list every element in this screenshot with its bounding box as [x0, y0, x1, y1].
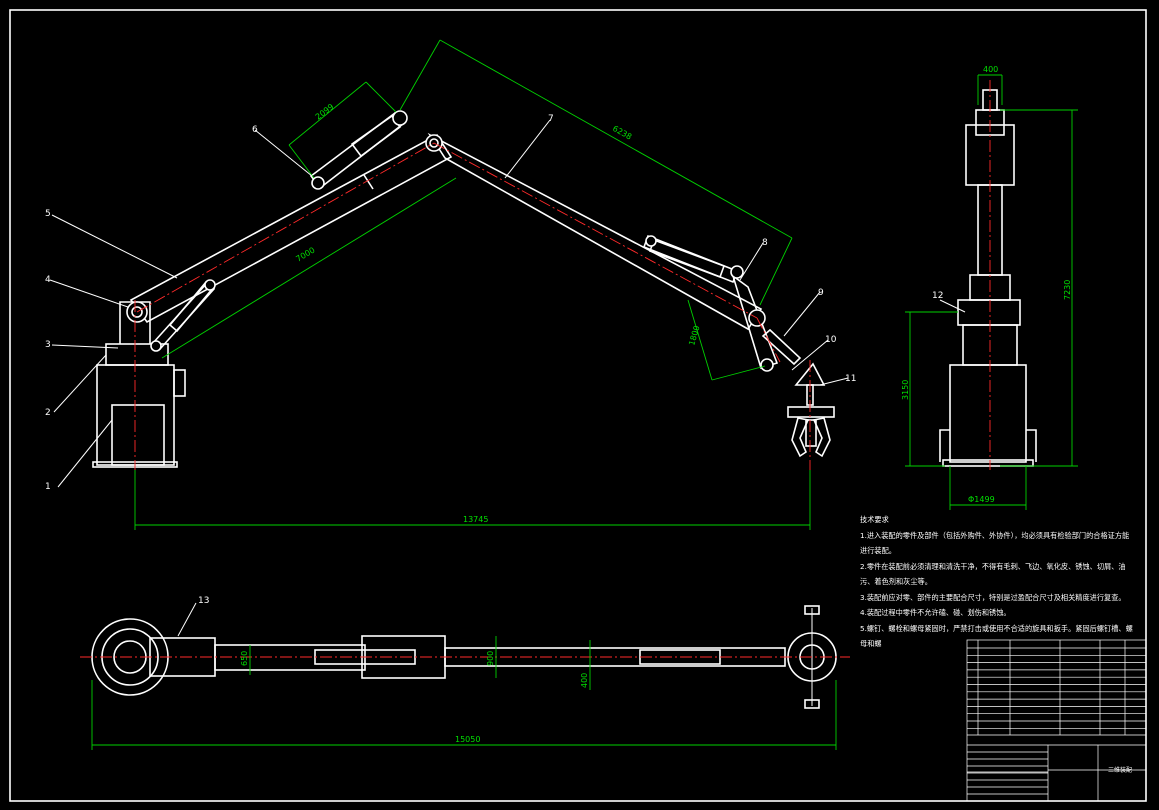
- balloon-2: 2: [45, 408, 51, 418]
- balloon-1: 1: [45, 482, 51, 492]
- dim-base-to-tool: 13745: [463, 515, 488, 524]
- note-line: 2.零件在装配前必须清理和清洗干净，不得有毛刺、飞边、氧化皮、锈蚀、切屑、油: [860, 561, 1126, 571]
- dim-side-height: 7230: [1063, 280, 1072, 300]
- wrist-link: [731, 273, 779, 370]
- upper-arm: [129, 133, 453, 324]
- drawing-title: 三维装配: [1108, 766, 1132, 774]
- dim-forearm: 6238: [611, 124, 633, 142]
- forearm-cylinder: [642, 234, 739, 284]
- balloon-8: 8: [762, 238, 768, 248]
- balloon-9: 9: [818, 288, 824, 298]
- balloon-5: 5: [45, 209, 51, 219]
- top-view: 15050 650 900 400 13: [80, 596, 850, 750]
- balloon-10: 10: [825, 335, 837, 345]
- note-line: 污、着色剂和灰尘等。: [860, 577, 932, 586]
- shoulder-cylinder: [151, 281, 216, 351]
- balloon-3: 3: [45, 340, 51, 350]
- base-cabinet: [96, 364, 175, 466]
- dim-side-base-height: 3150: [901, 380, 910, 400]
- dim-top-650: 650: [240, 651, 249, 666]
- note-line: 1.进入装配的零件及部件（包括外购件、外协件），均必须具有检验部门的合格证方能: [860, 530, 1130, 540]
- dim-wrist: 1800: [687, 324, 701, 346]
- balloon-7: 7: [548, 114, 554, 124]
- drawing-frame: [9, 9, 1147, 802]
- forearm: [427, 132, 763, 331]
- balloon-6: 6: [252, 125, 258, 135]
- side-base: [949, 364, 1027, 463]
- note-line: 母和螺: [860, 639, 882, 648]
- base-door: [111, 404, 165, 466]
- balloon-12: 12: [932, 291, 943, 301]
- front-view: 13745 7000 2099 6238 1800: [45, 39, 856, 530]
- dim-top-900: 900: [486, 651, 495, 666]
- note-line: 5.螺钉、螺栓和螺母紧固时，严禁打击或使用不合适的旋具和扳手。紧固后螺钉槽、螺: [860, 623, 1133, 633]
- note-line: 4.装配过程中零件不允许磕、碰、划伤和锈蚀。: [860, 608, 1011, 617]
- title-block: 三维装配: [966, 639, 1147, 802]
- balloon-4: 4: [45, 275, 51, 285]
- note-line: 3.装配前应对零、部件的主要配合尺寸，特别是过盈配合尺寸及相关精度进行复查。: [860, 592, 1126, 602]
- balloon-13: 13: [198, 596, 209, 606]
- balloon-11: 11: [845, 374, 856, 384]
- dim-top-400: 400: [580, 673, 589, 688]
- notes-title: 技术要求: [860, 515, 889, 524]
- dim-side-base-width: Φ1499: [968, 495, 995, 504]
- dim-top-total: 15050: [455, 735, 480, 744]
- dim-upper-arm: 7000: [294, 246, 316, 264]
- dim-upper-cylinder: 2099: [314, 102, 336, 121]
- note-line: 进行装配。: [860, 546, 896, 555]
- technical-notes: 技术要求 1.进入装配的零件及部件（包括外购件、外协件），均必须具有检验部门的合…: [860, 512, 1133, 652]
- dim-side-top: 400: [983, 65, 998, 74]
- side-view: 400 7230 3150 Φ1499 12: [901, 65, 1078, 510]
